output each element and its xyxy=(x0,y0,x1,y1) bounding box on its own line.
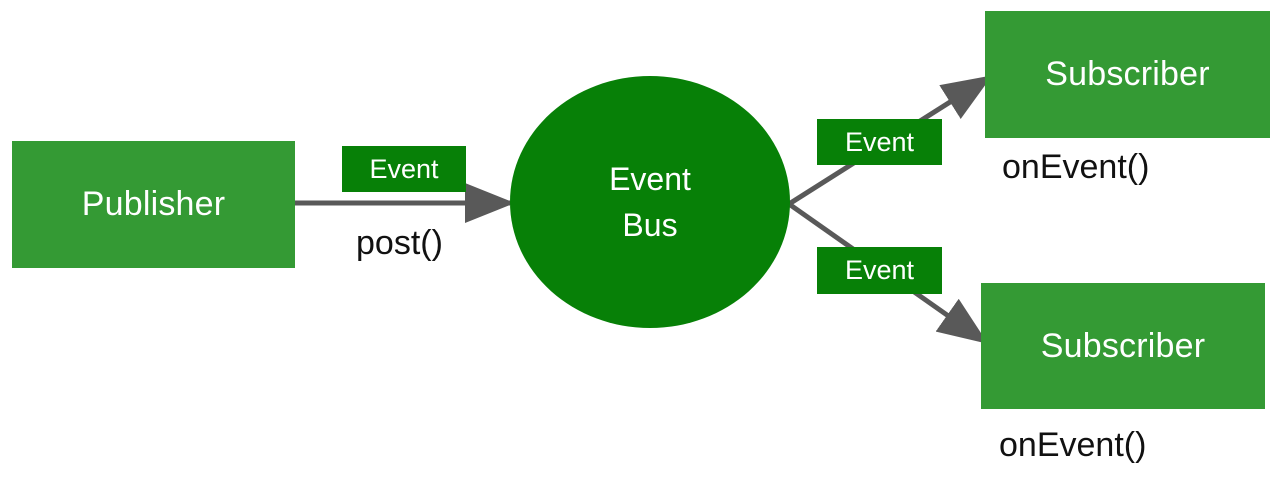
method-label-post: post() xyxy=(356,224,443,262)
event-tag-bus-to-subscriber-1: Event xyxy=(817,119,942,165)
publisher-label: Publisher xyxy=(81,185,226,223)
method-label-onevent-2: onEvent() xyxy=(999,426,1147,464)
subscriber-1-label: Subscriber xyxy=(1045,55,1210,93)
event-tag-bus-to-subscriber-2-label: Event xyxy=(844,255,915,285)
method-label-onevent-1: onEvent() xyxy=(1002,148,1150,186)
event-tag-bus-to-subscriber-2: Event xyxy=(817,247,942,294)
subscriber-node-2[interactable]: Subscriber xyxy=(981,283,1265,409)
event-tag-bus-to-subscriber-1-label: Event xyxy=(844,126,915,157)
publisher-node[interactable]: Publisher xyxy=(12,141,295,268)
subscriber-2-label: Subscriber xyxy=(1040,326,1206,365)
event-bus-label-line1: Event xyxy=(609,160,691,197)
event-bus-node[interactable]: Event Bus xyxy=(510,76,790,328)
subscriber-node-1[interactable]: Subscriber xyxy=(985,11,1270,138)
event-tag-publisher-to-bus-label: Event xyxy=(369,153,439,184)
event-tag-publisher-to-bus: Event xyxy=(342,146,466,192)
event-bus-label-line2: Bus xyxy=(622,207,678,243)
